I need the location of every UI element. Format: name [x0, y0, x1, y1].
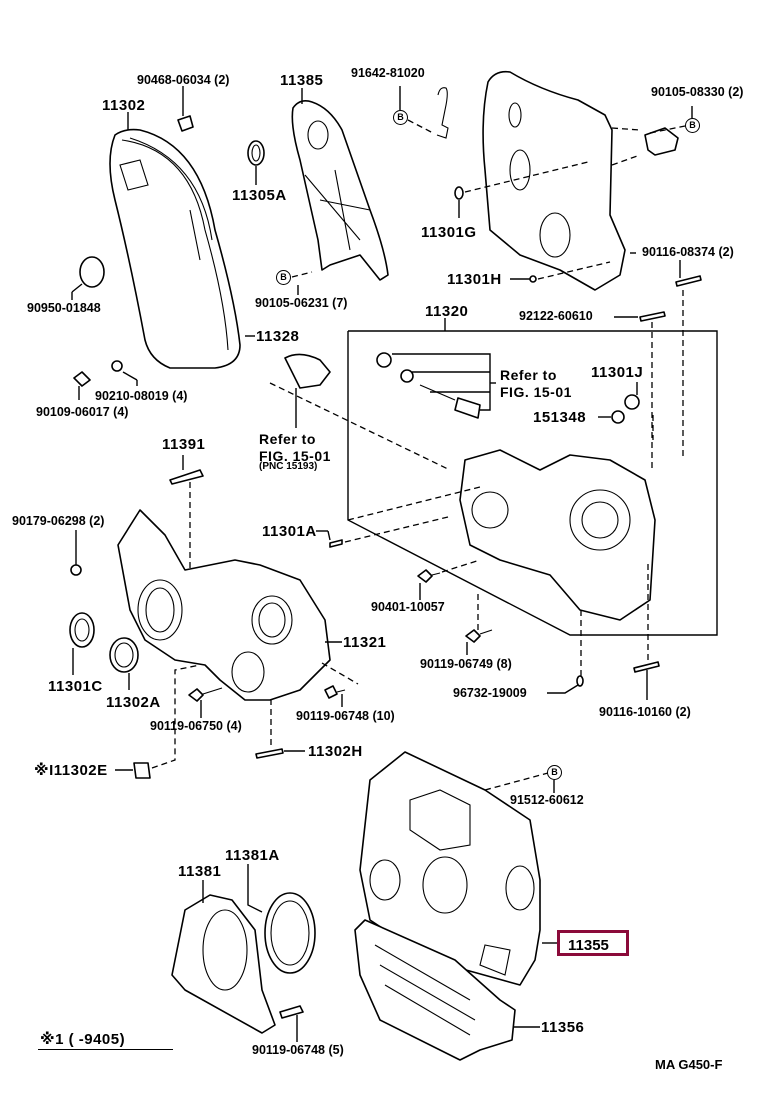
- part-label-11301G[interactable]: 11301G: [421, 224, 477, 241]
- part-label-11356[interactable]: 11356: [541, 1019, 585, 1036]
- part-label-151348[interactable]: 151348: [533, 409, 587, 426]
- timing-gear-case-11321: [117, 509, 331, 701]
- part-label-90119-06749[interactable]: 90119-06749 (8): [420, 657, 512, 671]
- part-label-90105-08330[interactable]: 90105-08330 (2): [651, 85, 744, 99]
- highlight-box-11355[interactable]: 11355: [557, 930, 629, 956]
- oil-seal-retainer-11381: [171, 894, 276, 1034]
- part-label-11302E[interactable]: ※I11302E: [34, 762, 108, 779]
- part-label-11302A[interactable]: 11302A: [106, 694, 161, 711]
- refer-to-note: Refer to: [500, 367, 557, 383]
- part-label-91642-81020[interactable]: 91642-81020: [351, 66, 425, 80]
- bolt-badge-icon: B: [547, 765, 562, 780]
- refer-to-figure-link-2[interactable]: FIG. 15-01: [259, 448, 331, 464]
- part-label-90468-06034[interactable]: 90468-06034 (2): [137, 73, 230, 87]
- part-label-90119-06748-10[interactable]: 90119-06748 (10): [296, 709, 395, 723]
- part-label-11305A[interactable]: 11305A: [232, 187, 287, 204]
- part-label-11328[interactable]: 11328: [256, 328, 300, 345]
- part-label-11355[interactable]: 11355: [568, 937, 609, 954]
- part-label-90116-10160[interactable]: 90116-10160 (2): [599, 705, 691, 719]
- part-label-11301J[interactable]: 11301J: [591, 364, 644, 381]
- timing-cover-upper-11302: [109, 128, 241, 369]
- assembly-box-11320: [347, 330, 718, 636]
- bolt-badge-icon: B: [393, 110, 408, 125]
- part-label-96732-19009[interactable]: 96732-19009: [453, 686, 527, 700]
- cover-plate-11385: [291, 100, 389, 281]
- engine-block-upper: [482, 70, 626, 291]
- footnote-underline: [38, 1049, 173, 1050]
- part-label-90210-08019[interactable]: 90210-08019 (4): [95, 389, 188, 403]
- part-label-11320[interactable]: 11320: [425, 303, 469, 320]
- part-label-90116-08374[interactable]: 90116-08374 (2): [642, 245, 734, 259]
- part-label-90119-06748-5[interactable]: 90119-06748 (5): [252, 1043, 344, 1057]
- part-label-11381A[interactable]: 11381A: [225, 847, 280, 864]
- part-label-11385[interactable]: 11385: [280, 72, 324, 89]
- part-label-11302H[interactable]: 11302H: [308, 743, 363, 760]
- part-label-90950-01848[interactable]: 90950-01848: [27, 301, 101, 315]
- part-label-90119-06750[interactable]: 90119-06750 (4): [150, 719, 242, 733]
- part-label-11391[interactable]: 11391: [162, 436, 206, 453]
- part-label-11301A[interactable]: 11301A: [262, 523, 317, 540]
- part-label-11321[interactable]: 11321: [343, 634, 387, 651]
- refer-to-figure-link[interactable]: FIG. 15-01: [500, 384, 572, 400]
- part-label-11381[interactable]: 11381: [178, 863, 222, 880]
- front-housing-11320: [459, 449, 656, 621]
- part-label-11301H[interactable]: 11301H: [447, 271, 502, 288]
- pnc-reference: (PNC 15193): [259, 461, 318, 472]
- bolt-badge-icon: B: [685, 118, 700, 133]
- part-label-90401-10057[interactable]: 90401-10057: [371, 600, 445, 614]
- part-label-11301C[interactable]: 11301C: [48, 678, 103, 695]
- refer-to-note-2: Refer to: [259, 431, 316, 447]
- part-label-90105-06231[interactable]: 90105-06231 (7): [255, 296, 348, 310]
- bolt-badge-icon: B: [276, 270, 291, 285]
- part-label-90109-06017[interactable]: 90109-06017 (4): [36, 405, 129, 419]
- end-plate-11356: [354, 919, 516, 1061]
- part-label-91512-60612[interactable]: 91512-60612: [510, 793, 584, 807]
- figure-code: MA G450-F: [655, 1057, 723, 1072]
- part-label-92122-60610[interactable]: 92122-60610: [519, 309, 593, 323]
- part-label-90179-06298[interactable]: 90179-06298 (2): [12, 514, 105, 528]
- part-label-11302[interactable]: 11302: [102, 97, 146, 114]
- footnote-range: ※1 ( -9405): [40, 1031, 126, 1048]
